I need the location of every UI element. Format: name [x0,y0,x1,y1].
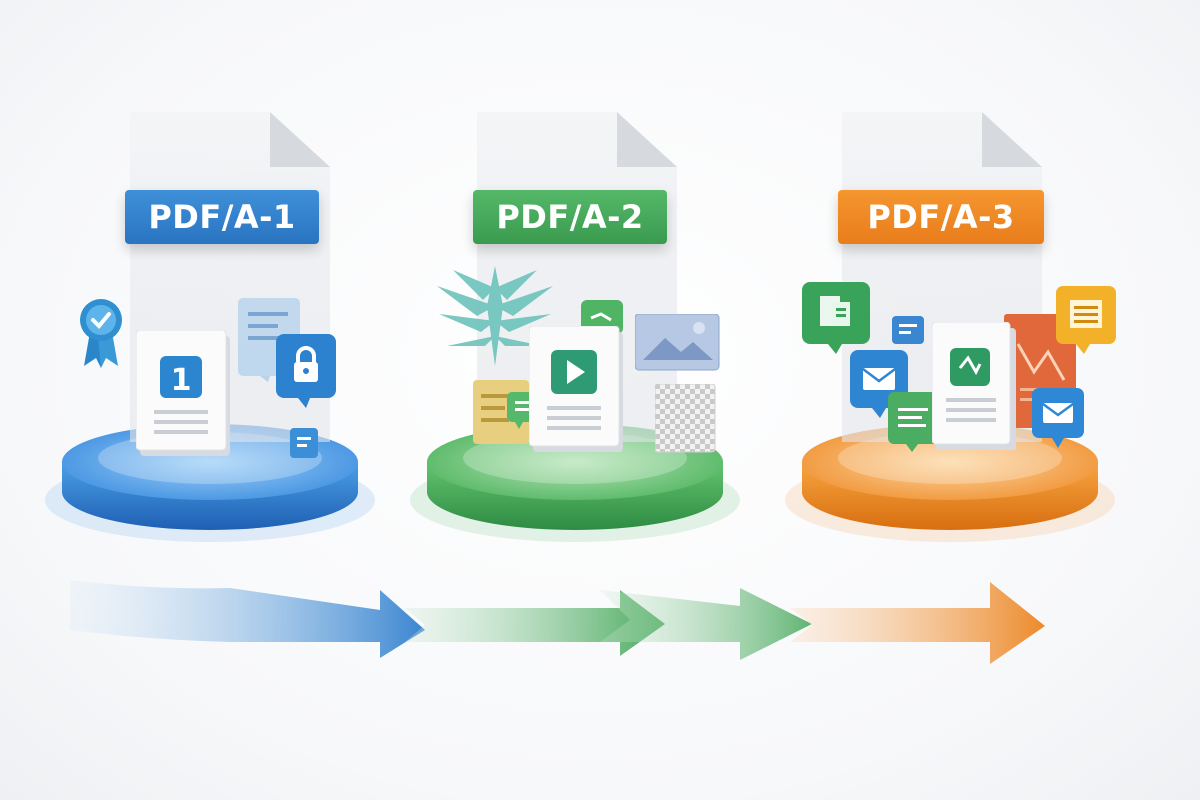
stage-pdfa-2: PDF/A-2 [367,0,767,600]
lock-icon [276,334,336,408]
email-icon [1032,388,1084,448]
stage-pdfa-1: PDF/A-1 1 [0,0,400,600]
attachment-doc-icon [802,282,870,354]
stage-label: PDF/A-1 [125,190,319,244]
ribbon-badge-icon [80,299,122,368]
transparency-icon [655,384,716,453]
stage-pdfa-3: PDF/A-3 [742,0,1142,600]
small-doc-icon [290,428,318,458]
image-icon [635,314,720,371]
layers-icon [437,266,553,366]
spreadsheet-icon [1056,286,1116,354]
svg-text:1: 1 [171,363,192,398]
platform-orange [785,424,1115,542]
arrow-segment-green [405,590,665,656]
platform-green [410,424,740,542]
arrow-segment-green-2 [600,588,812,660]
video-play-icon [529,326,623,452]
arrow-segment-orange [790,582,1045,664]
progression-arrows [70,580,1045,664]
document-1-icon: 1 [136,330,230,456]
arrow-segment-blue [70,580,425,658]
stage-label: PDF/A-2 [473,190,667,244]
spreadsheet-doc-icon [932,322,1016,450]
note-icon [888,392,940,452]
stage-label: PDF/A-3 [838,190,1044,244]
small-doc-icon [892,316,924,344]
